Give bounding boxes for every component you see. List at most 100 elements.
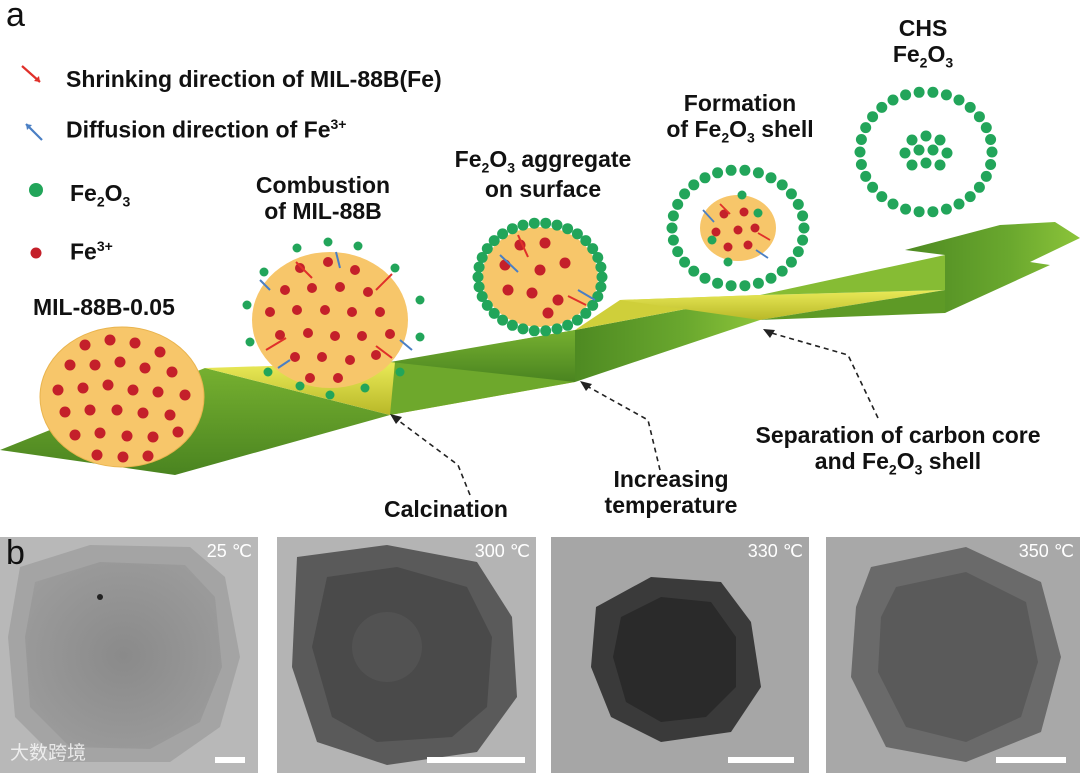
green-dot	[860, 122, 872, 134]
green-dot	[580, 307, 592, 319]
pointer-arrowheads	[390, 329, 775, 424]
green-dot	[571, 314, 583, 326]
scale-bar	[728, 757, 794, 763]
green-dot	[540, 325, 552, 337]
green-dot	[913, 86, 925, 98]
green-dot	[580, 235, 592, 247]
green-dot	[792, 198, 804, 210]
green-dot	[592, 252, 604, 263]
green-dot	[792, 246, 804, 258]
stage-formation-label: Formation of Fe2O3 shell	[666, 90, 814, 147]
particle-shell-formation	[666, 164, 810, 292]
green-dot	[913, 206, 925, 218]
green-dot	[887, 94, 899, 106]
temperature-label: 25 ℃	[206, 541, 252, 561]
scale-bar	[427, 757, 525, 763]
green-dot	[973, 111, 985, 123]
green-dot	[481, 243, 493, 255]
micrograph-330c: 330 ℃	[551, 537, 809, 773]
legend-shrink-label: Shrinking direction of MIL-88B(Fe)	[66, 66, 442, 92]
green-dot	[765, 272, 777, 284]
green-dot	[540, 217, 552, 229]
particle-chs	[854, 86, 998, 218]
green-dot	[506, 319, 518, 331]
green-dot	[528, 325, 540, 337]
green-dot	[699, 272, 711, 284]
green-dot	[776, 179, 788, 191]
green-dot	[497, 314, 509, 326]
green-dot	[488, 235, 500, 247]
green-dot	[855, 159, 867, 170]
green-dot	[587, 243, 599, 255]
panel-a-label: a	[6, 0, 25, 34]
green-dot	[876, 101, 888, 113]
green-dot	[752, 277, 764, 289]
watermark: 大数跨境	[10, 742, 87, 764]
green-dot	[940, 203, 952, 215]
green-dot	[679, 256, 691, 268]
green-dot	[481, 299, 493, 311]
green-dot	[688, 179, 700, 191]
green-dot	[765, 172, 777, 184]
green-dot	[973, 181, 985, 193]
green-dot	[712, 167, 724, 179]
green-dot	[985, 134, 997, 145]
green-dot	[699, 172, 711, 184]
stage-chs-label: CHS Fe2O3	[892, 15, 954, 72]
green-dot	[798, 222, 810, 234]
green-dot	[679, 188, 691, 200]
stage-mil-label: MIL-88B-0.05	[33, 294, 175, 320]
green-dot	[953, 94, 965, 106]
green-dot	[551, 323, 563, 335]
green-dot	[964, 101, 976, 113]
green-dot	[867, 111, 879, 123]
green-dot	[900, 89, 912, 101]
green-dot	[672, 198, 684, 210]
schematic-artwork	[0, 65, 1080, 496]
green-dot	[752, 167, 764, 179]
green-dot	[855, 134, 867, 145]
legend-fe2o3-label: Fe2O3	[70, 180, 131, 210]
pointer-lines	[394, 331, 879, 496]
green-dot	[688, 265, 700, 277]
green-dot	[725, 280, 737, 292]
green-dot	[739, 280, 751, 292]
green-dot	[980, 122, 992, 134]
panel-b-label: b	[6, 534, 25, 572]
temperature-label: 330 ℃	[747, 541, 803, 561]
green-dot	[667, 210, 679, 222]
green-dot	[571, 228, 583, 240]
green-dot	[860, 170, 872, 182]
green-dot	[551, 219, 563, 231]
green-dot	[562, 223, 574, 235]
green-dot	[667, 234, 679, 246]
scale-bar	[996, 757, 1066, 763]
green-dot	[739, 164, 751, 176]
green-dot	[666, 222, 678, 234]
green-dot	[497, 228, 509, 240]
green-dot	[562, 319, 574, 331]
micrograph-350c: 350 ℃	[826, 537, 1080, 773]
green-dot	[785, 188, 797, 200]
green-dot	[964, 191, 976, 203]
green-dot	[712, 277, 724, 289]
green-dot	[517, 219, 529, 231]
legend-symbols	[21, 65, 43, 259]
green-dot	[587, 299, 599, 311]
green-dot	[927, 206, 939, 218]
green-dot	[725, 164, 737, 176]
green-dot	[900, 203, 912, 215]
green-dot	[797, 234, 809, 246]
green-dot	[506, 223, 518, 235]
green-dot	[476, 252, 488, 263]
micrograph-25c: 25 ℃ 大数跨境	[0, 537, 258, 773]
green-dot	[776, 265, 788, 277]
green-dot	[985, 159, 997, 170]
green-dot	[940, 89, 952, 101]
particle-combustion	[242, 237, 425, 400]
particle-aggregate	[472, 217, 608, 337]
temperature-label: 300 ℃	[474, 541, 530, 561]
stage-aggregate-label: Fe2O3 aggregate on surface	[454, 146, 632, 202]
